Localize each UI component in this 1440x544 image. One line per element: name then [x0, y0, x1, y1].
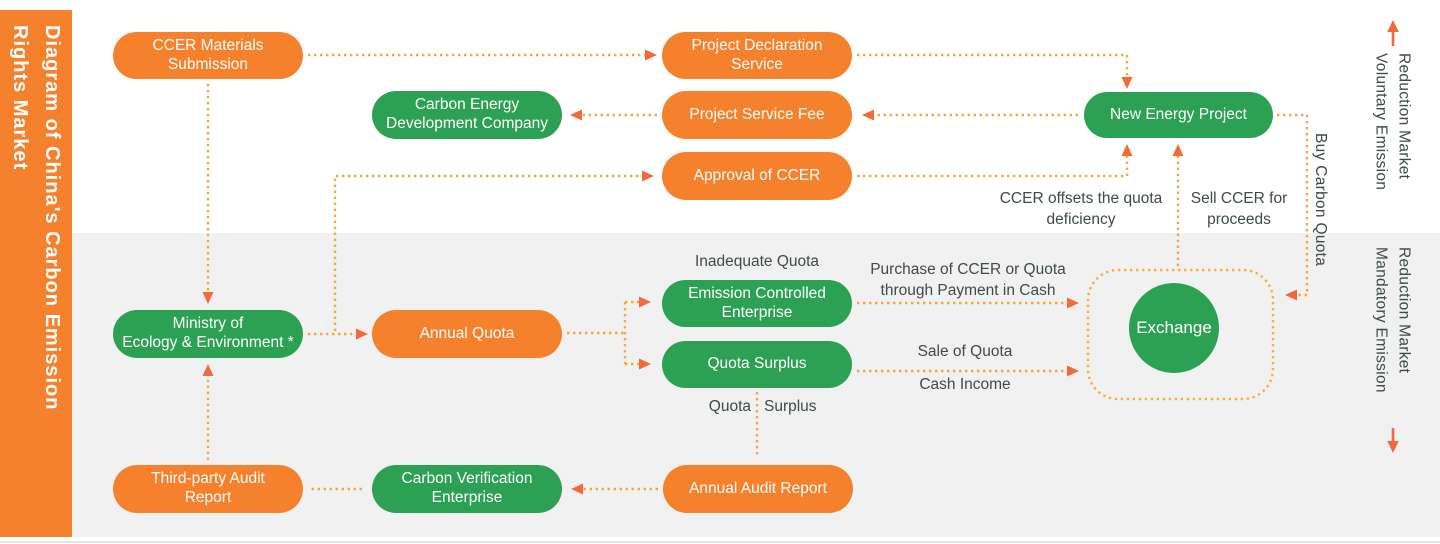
node-approval-of-ccer: Approval of CCER [662, 152, 852, 200]
diagram-title: Diagram of China's Carbon Emission Right… [9, 25, 63, 411]
node-project-declaration-service: Project Declaration Service [662, 32, 852, 79]
node-annual-quota: Annual Quota [372, 310, 562, 358]
arrowhead [1121, 144, 1133, 156]
node-ministry-of-ecology-environment: Ministry of Ecology & Environment * [113, 310, 303, 358]
arrowhead [642, 170, 654, 182]
arrowhead [645, 49, 657, 61]
connector-newenergy-to-exchange-buy [1277, 113, 1309, 297]
node-exchange: Exchange [1129, 283, 1219, 373]
arrowhead [202, 292, 214, 304]
arrowhead [1067, 297, 1079, 309]
label-inadequate-quota: Inadequate Quota [694, 253, 820, 270]
arrowhead [639, 358, 651, 370]
mandatory-down-arrow-head [1387, 441, 1399, 453]
arrowhead [639, 296, 651, 308]
arrowhead [570, 109, 582, 121]
arrowhead [1121, 77, 1133, 89]
arrowhead [1285, 289, 1297, 301]
bottom-divider [0, 541, 1440, 543]
node-project-service-fee: Project Service Fee [662, 91, 852, 139]
node-new-energy-project: New Energy Project [1084, 92, 1273, 138]
voluntary-up-arrow-head [1387, 20, 1399, 32]
node-emission-controlled-enterprise: Emission Controlled Enterprise [662, 280, 852, 327]
label-sell-ccer: Sell CCER for proceeds [1190, 190, 1288, 229]
label-sale-of-quota: Sale of Quota [917, 343, 1013, 360]
node-annual-audit-report: Annual Audit Report [663, 465, 853, 513]
label-mandatory-market: Mandatory Emission Reduction Market [1372, 247, 1413, 393]
label-quota-surplus-word1: Quota [705, 398, 754, 416]
connector-annualquota-branch [567, 300, 639, 366]
connector-approval-to-newenergy [857, 156, 1129, 178]
arrowhead [1172, 144, 1184, 156]
node-carbon-energy-development-company: Carbon Energy Development Company [372, 91, 562, 139]
label-buy-carbon-quota: Buy Carbon Quota [1312, 133, 1329, 267]
node-ccer-materials-submission: CCER Materials Submission [113, 32, 303, 79]
connector-declaration-to-newenergy [857, 53, 1129, 77]
arrowhead [1067, 365, 1079, 377]
label-voluntary-market: Voluntary Emission Reduction Market [1372, 53, 1413, 191]
arrowhead [862, 109, 874, 121]
arrowhead [571, 483, 583, 495]
node-quota-surplus: Quota Surplus [662, 341, 852, 388]
label-purchase-of-ccer: Purchase of CCER or Quota through Paymen… [870, 261, 1066, 300]
node-third-party-audit-report: Third-party Audit Report [113, 465, 303, 513]
label-cash-income: Cash Income [919, 376, 1011, 393]
label-ccer-offsets: CCER offsets the quota deficiency [999, 190, 1163, 229]
arrowhead [202, 364, 214, 376]
node-carbon-verification-enterprise: Carbon Verification Enterprise [372, 465, 562, 513]
label-quota-surplus-word2: Surplus [761, 398, 820, 416]
diagram-title-bar: Diagram of China's Carbon Emission Right… [0, 10, 72, 537]
arrowhead [356, 328, 368, 340]
connector-ministry-to-approval [333, 174, 642, 331]
